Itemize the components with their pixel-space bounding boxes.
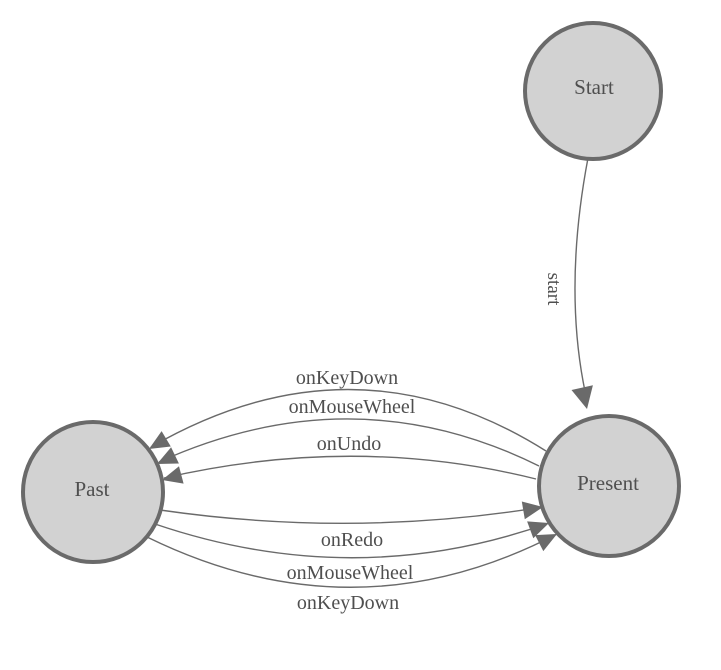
edge-path-onredo[interactable]	[159, 506, 544, 524]
edge-present-to-past-onmousewheel: onMouseWheel	[157, 396, 540, 467]
arrowhead-icon	[162, 466, 184, 484]
node-start-label: Start	[574, 75, 614, 99]
node-present[interactable]: Present	[537, 414, 681, 558]
arrowhead-icon	[527, 521, 549, 539]
node-start-circle[interactable]	[523, 21, 663, 161]
arrowhead-icon	[521, 501, 543, 520]
node-present-circle[interactable]	[537, 414, 681, 558]
edge-label-onmousewheel-top: onMouseWheel	[289, 396, 416, 418]
edge-path-onmousewheel-bottom[interactable]	[154, 522, 550, 559]
edge-path-start[interactable]	[574, 157, 589, 397]
edge-label-onkeydown-bottom: onKeyDown	[297, 592, 399, 614]
node-past[interactable]: Past	[21, 420, 165, 564]
edge-path-onkeydown-bottom[interactable]	[146, 533, 558, 588]
edge-start-to-present: start	[543, 157, 593, 409]
edge-label-start: start	[543, 273, 564, 306]
edge-label-onmousewheel-bottom: onMouseWheel	[287, 562, 414, 584]
edge-label-onredo: onRedo	[321, 529, 383, 551]
arrowhead-icon	[157, 447, 179, 464]
edge-path-onundo[interactable]	[163, 455, 537, 480]
edge-path-onmousewheel-top[interactable]	[158, 418, 540, 467]
node-past-label: Past	[74, 477, 109, 501]
edge-path-onkeydown-top[interactable]	[150, 388, 547, 452]
node-past-circle[interactable]	[21, 420, 165, 564]
edge-label-onundo: onUndo	[317, 433, 381, 455]
node-present-label: Present	[577, 471, 639, 495]
edge-past-to-present-onkeydown: onKeyDown	[146, 533, 558, 614]
arrowhead-icon	[571, 385, 593, 409]
node-start[interactable]: Start	[523, 21, 663, 161]
edge-past-to-present-onredo: onRedo	[159, 501, 544, 551]
edge-label-onkeydown-top: onKeyDown	[296, 367, 398, 389]
edge-past-to-present-onmousewheel: onMouseWheel	[154, 521, 550, 584]
edge-present-to-past-onkeydown: onKeyDown	[149, 367, 547, 452]
edge-present-to-past-onundo: onUndo	[162, 433, 537, 484]
arrowhead-icon	[149, 431, 171, 449]
arrowhead-icon	[535, 534, 557, 552]
